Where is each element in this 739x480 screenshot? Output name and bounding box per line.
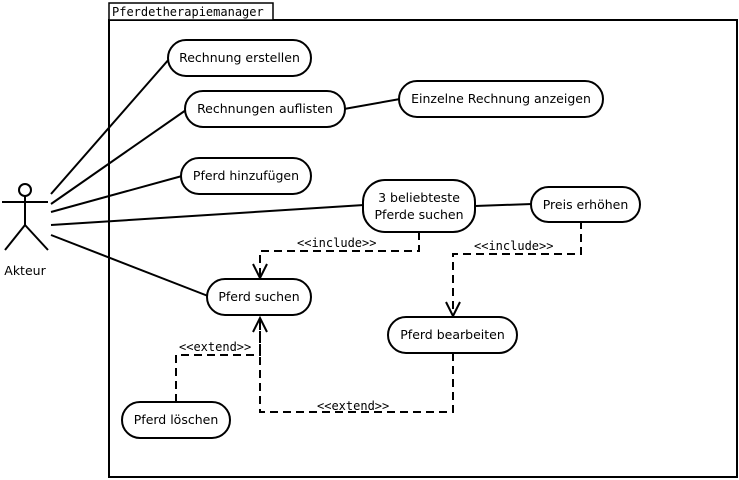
assoc-beliebteste-preis (474, 203, 533, 207)
use-case-label-line1: 3 beliebteste (378, 190, 460, 205)
include-preis-to-bearbeiten (452, 221, 582, 314)
use-case-pferd-suchen[interactable]: Pferd suchen (206, 278, 312, 316)
actor: Akteur (2, 183, 49, 278)
use-case-pferd-hinzufuegen[interactable]: Pferd hinzufügen (180, 157, 312, 195)
assoc-auflisten-einzelne (343, 98, 401, 110)
use-case-3-beliebteste-pferde-suchen[interactable]: 3 beliebteste Pferde suchen (362, 179, 476, 233)
actor-label: Akteur (4, 263, 46, 278)
assoc-pferd-suchen (50, 234, 209, 297)
include-beliebteste-to-suchen (259, 232, 420, 276)
assoc-beliebteste (50, 204, 365, 226)
use-case-label: Pferd löschen (134, 412, 219, 427)
extend-1-label: <<extend>> (179, 340, 251, 354)
associations (50, 57, 533, 297)
use-case-label: Pferd suchen (218, 289, 299, 304)
include-1-label: <<include>> (297, 236, 376, 250)
use-case-label: Einzelne Rechnung anzeigen (411, 91, 591, 106)
include-2-label: <<include>> (474, 239, 553, 253)
use-case-preis-erhoehen[interactable]: Preis erhöhen (530, 186, 641, 223)
assoc-rechnungen-auflisten (50, 109, 187, 205)
extend-2-label: <<extend>> (317, 399, 389, 413)
assoc-pferd-hinzufuegen (50, 175, 183, 213)
actor-leg-left (4, 224, 26, 251)
use-case-label-line2: Pferde suchen (375, 207, 464, 222)
use-case-label: Pferd hinzufügen (193, 168, 299, 183)
dependencies: <<include>> <<include>> <<extend>> <<ext… (175, 221, 582, 413)
use-case-label: Rechnungen auflisten (197, 101, 333, 116)
use-case-einzelne-rechnung-anzeigen[interactable]: Einzelne Rechnung anzeigen (398, 80, 604, 118)
use-case-pferd-bearbeiten[interactable]: Pferd bearbeiten (387, 316, 518, 354)
use-case-rechnung-erstellen[interactable]: Rechnung erstellen (167, 39, 312, 77)
use-case-label: Preis erhöhen (543, 197, 629, 212)
system-title: Pferdetherapiemanager (112, 5, 264, 19)
use-case-pferd-loeschen[interactable]: Pferd löschen (121, 401, 231, 439)
extend-1-arrowhead (252, 315, 268, 333)
assoc-rechnung-erstellen (50, 57, 171, 195)
use-case-rechnungen-auflisten[interactable]: Rechnungen auflisten (184, 90, 346, 128)
use-case-label: Pferd bearbeiten (400, 327, 505, 342)
actor-head-icon (18, 183, 32, 197)
actor-leg-right (24, 224, 49, 251)
extend-bearbeiten-to-suchen (259, 320, 454, 413)
use-case-label: Rechnung erstellen (179, 50, 300, 65)
